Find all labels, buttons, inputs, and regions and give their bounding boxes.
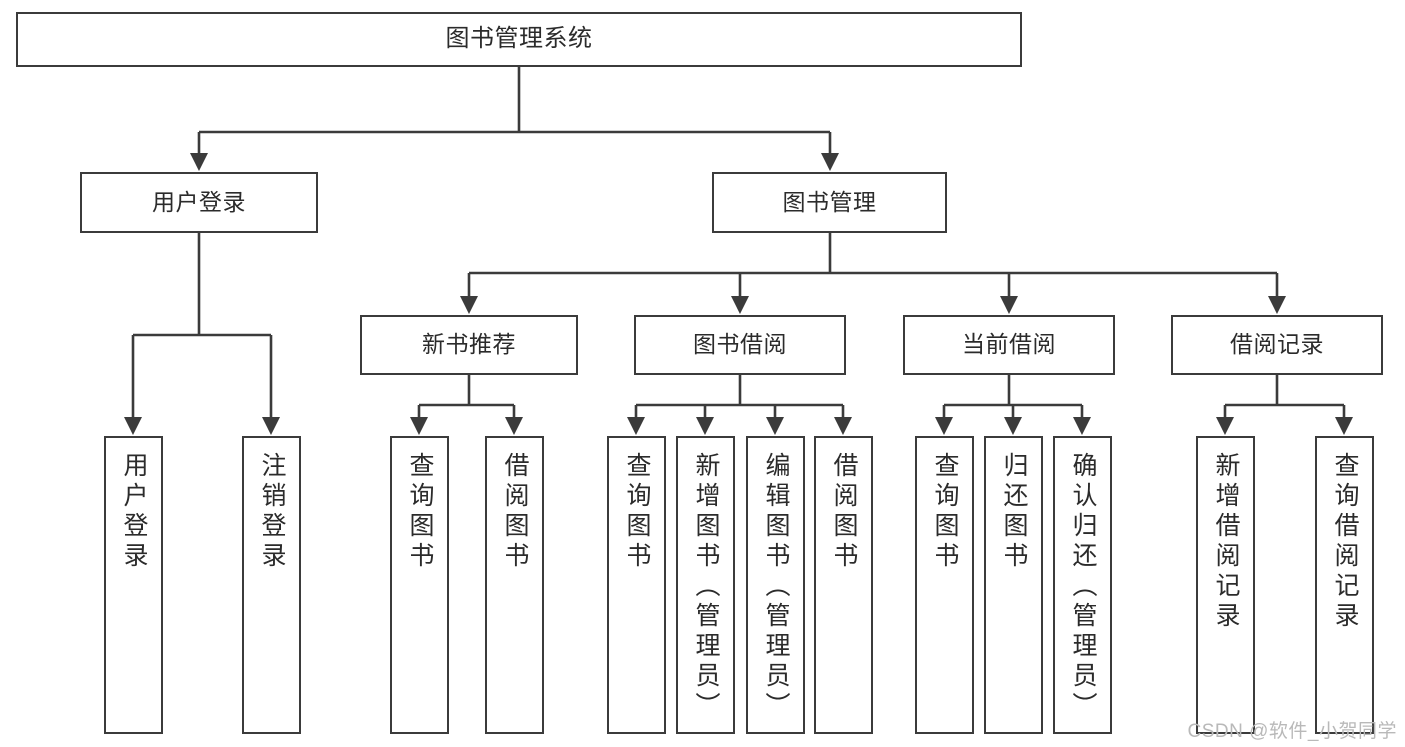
node-leaf-return-book[interactable]: 归还图书 <box>984 436 1043 734</box>
node-leaf-add-record[interactable]: 新增借阅记录 <box>1196 436 1255 734</box>
node-leaf-query-book-2[interactable]: 查询图书 <box>607 436 666 734</box>
node-new-book-recommend-label: 新书推荐 <box>422 331 516 358</box>
node-leaf-user-logout-label: 注销登录 <box>258 452 286 572</box>
node-book-borrow[interactable]: 图书借阅 <box>634 315 846 375</box>
node-leaf-confirm-return[interactable]: 确认归还（管理员） <box>1053 436 1112 734</box>
node-user-login-label: 用户登录 <box>152 188 246 215</box>
node-book-manage[interactable]: 图书管理 <box>712 172 947 233</box>
node-leaf-borrow-book-1-label: 借阅图书 <box>501 452 529 572</box>
node-leaf-query-book-1[interactable]: 查询图书 <box>390 436 449 734</box>
node-borrow-record[interactable]: 借阅记录 <box>1171 315 1383 375</box>
node-leaf-query-book-3[interactable]: 查询图书 <box>915 436 974 734</box>
node-leaf-query-book-1-label: 查询图书 <box>406 452 434 572</box>
node-leaf-borrow-book-2[interactable]: 借阅图书 <box>814 436 873 734</box>
node-leaf-borrow-book-2-label: 借阅图书 <box>830 452 858 572</box>
node-leaf-query-record-label: 查询借阅记录 <box>1331 452 1359 632</box>
node-root[interactable]: 图书管理系统 <box>16 12 1022 67</box>
node-leaf-add-book-label: 新增图书（管理员） <box>692 452 720 722</box>
node-root-label: 图书管理系统 <box>445 25 593 53</box>
node-leaf-user-logout[interactable]: 注销登录 <box>242 436 301 734</box>
node-leaf-add-book[interactable]: 新增图书（管理员） <box>676 436 735 734</box>
node-leaf-return-book-label: 归还图书 <box>1000 452 1028 572</box>
node-leaf-borrow-book-1[interactable]: 借阅图书 <box>485 436 544 734</box>
watermark: CSDN @软件_小贺同学 <box>1187 721 1397 742</box>
node-new-book-recommend[interactable]: 新书推荐 <box>360 315 578 375</box>
node-current-borrow[interactable]: 当前借阅 <box>903 315 1115 375</box>
node-leaf-confirm-return-label: 确认归还（管理员） <box>1069 452 1097 722</box>
node-user-login[interactable]: 用户登录 <box>80 172 318 233</box>
node-leaf-add-record-label: 新增借阅记录 <box>1212 452 1240 632</box>
node-leaf-edit-book-label: 编辑图书（管理员） <box>762 452 790 722</box>
node-leaf-query-book-2-label: 查询图书 <box>623 452 651 572</box>
node-leaf-edit-book[interactable]: 编辑图书（管理员） <box>746 436 805 734</box>
node-current-borrow-label: 当前借阅 <box>962 331 1056 358</box>
node-borrow-record-label: 借阅记录 <box>1230 331 1324 358</box>
node-leaf-user-login-label: 用户登录 <box>120 452 148 572</box>
node-leaf-query-book-3-label: 查询图书 <box>931 452 959 572</box>
node-book-manage-label: 图书管理 <box>782 188 877 215</box>
node-leaf-user-login[interactable]: 用户登录 <box>104 436 163 734</box>
node-leaf-query-record[interactable]: 查询借阅记录 <box>1315 436 1374 734</box>
node-book-borrow-label: 图书借阅 <box>693 331 787 358</box>
